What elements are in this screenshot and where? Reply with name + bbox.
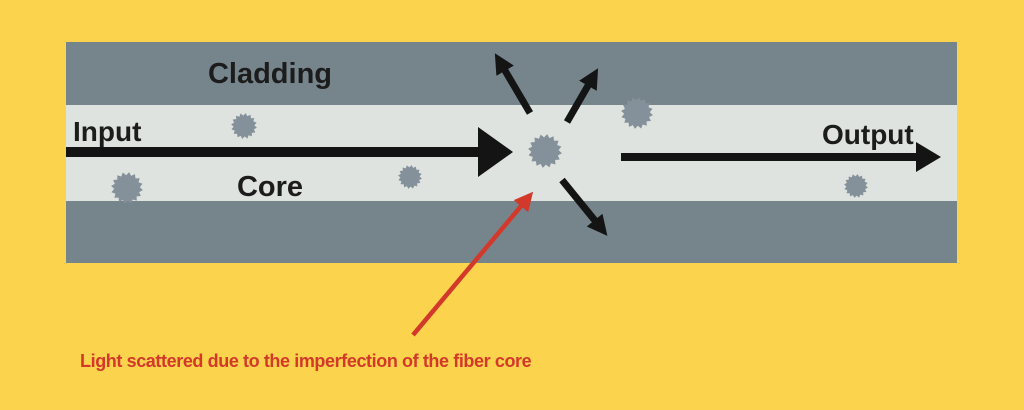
cladding-label: Cladding bbox=[208, 58, 332, 90]
core-label: Core bbox=[237, 171, 303, 203]
output-label: Output bbox=[822, 119, 914, 150]
imperfection-particle bbox=[621, 97, 653, 129]
cladding-top-band bbox=[66, 42, 957, 105]
pointer-arrow-shaft bbox=[411, 191, 534, 337]
input-ray-arrowhead-icon bbox=[478, 127, 513, 177]
imperfection-particle bbox=[111, 172, 143, 204]
annotation-pointer-arrow bbox=[411, 191, 534, 337]
imperfection-particle bbox=[844, 174, 868, 198]
imperfection-particles bbox=[111, 97, 868, 204]
input-label: Input bbox=[73, 116, 141, 147]
scattered-light-rays bbox=[494, 53, 608, 236]
caption-text: Light scattered due to the imperfection … bbox=[80, 351, 532, 371]
imperfection-particle bbox=[231, 113, 257, 139]
scatter-center-particle bbox=[528, 134, 562, 168]
cladding-bottom-band bbox=[66, 201, 957, 263]
input-light-arrow bbox=[66, 127, 513, 177]
output-ray-arrowhead-icon bbox=[916, 142, 941, 172]
imperfection-particle bbox=[398, 165, 422, 189]
scattered-ray bbox=[559, 177, 608, 236]
scattered-ray bbox=[563, 68, 599, 124]
scattered-ray bbox=[494, 53, 534, 115]
output-light-arrow bbox=[621, 142, 941, 172]
